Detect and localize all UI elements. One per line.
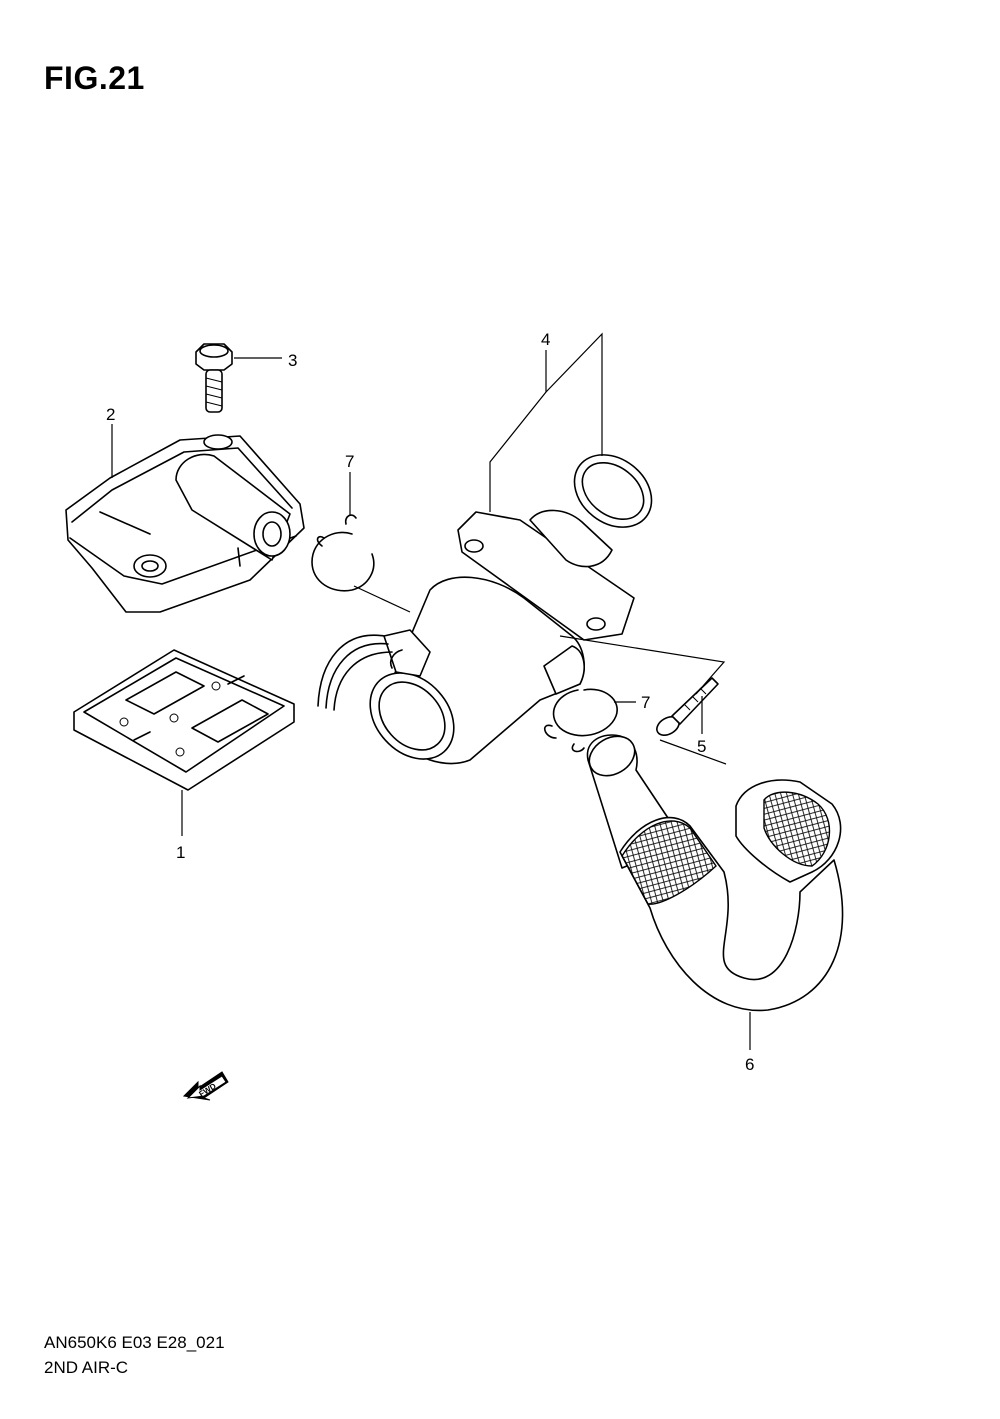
screw-part-5 [656,677,719,736]
diagram-code: AN650K6 E03 E28_021 [44,1333,225,1352]
callout-6: 6 [745,1055,754,1074]
callout-7-lower: 7 [641,693,650,712]
figure-title: FIG.21 [44,60,145,96]
callout-1: 1 [176,843,185,862]
diagram-name: 2ND AIR-C [44,1358,129,1377]
callout-2: 2 [106,405,115,424]
callout-3: 3 [288,351,297,370]
fwd-arrow-icon: FWD [182,1071,229,1101]
hose-part-6 [586,734,844,1012]
callout-7-upper: 7 [345,452,354,471]
callout-4: 4 [541,330,550,349]
valve-part-4 [369,454,653,765]
callout-5: 5 [697,737,706,756]
cover-part-2 [65,434,305,613]
leader-lines [111,332,751,1050]
clamp-part-7-lower [544,688,618,753]
bolt-part-3 [195,343,233,413]
wire-lead [317,634,393,711]
gasket-part-1 [73,649,295,791]
clamp-part-7-upper [311,514,375,592]
